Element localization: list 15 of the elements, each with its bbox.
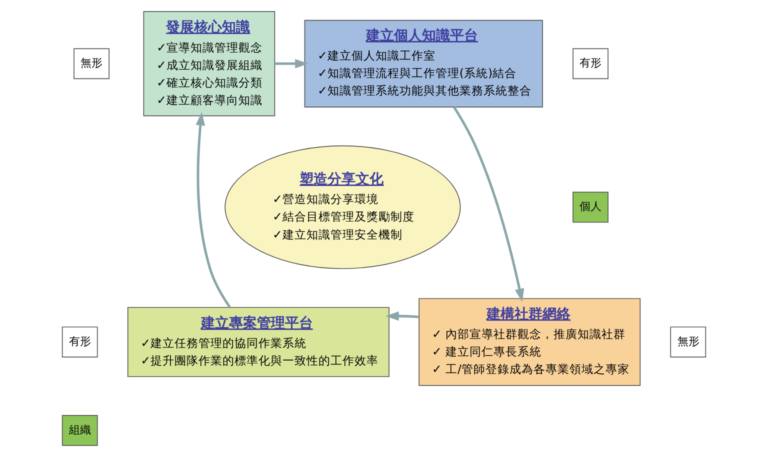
node-box: 建構社群網絡 ✓ 內部宣導社群觀念，推廣知識社群 ✓ 建立同仁專長系統 ✓ 工/管師登錄成為各專業領域之專家 (418, 298, 641, 386)
node-box: 有形 (572, 48, 608, 80)
node-box: 組織 (62, 415, 98, 446)
node-box: 發展核心知識 ✓宣導知識管理觀念 ✓成立知識發展組織 ✓確立核心知識分類 ✓建立顧客導向知識 (143, 11, 276, 116)
arrow (196, 112, 231, 308)
node-box: 無形 (670, 326, 706, 358)
node-box: 建立專案管理平台 ✓建立任務管理的協同作業系統 ✓提升團隊作業的標準化與一致性的工作效率 (127, 306, 390, 378)
node-box: 有形 (62, 326, 98, 358)
arrow (385, 311, 419, 321)
arrow (274, 58, 308, 68)
node-box: 建立個人知識平台 ✓建立個人知識工作室 ✓知識管理流程與工作管理(系統)結合 ✓知識管理系統功能與其他業務系統整合 (304, 20, 543, 108)
node-box: 無形 (74, 48, 110, 80)
node-ellipse: 塑造分享文化 ✓營造知識分享環境 ✓結合目標管理及獎勵制度 ✓建立知識管理安全機制 (224, 145, 461, 270)
node-box: 個人 (572, 192, 608, 223)
arrow (452, 106, 524, 302)
